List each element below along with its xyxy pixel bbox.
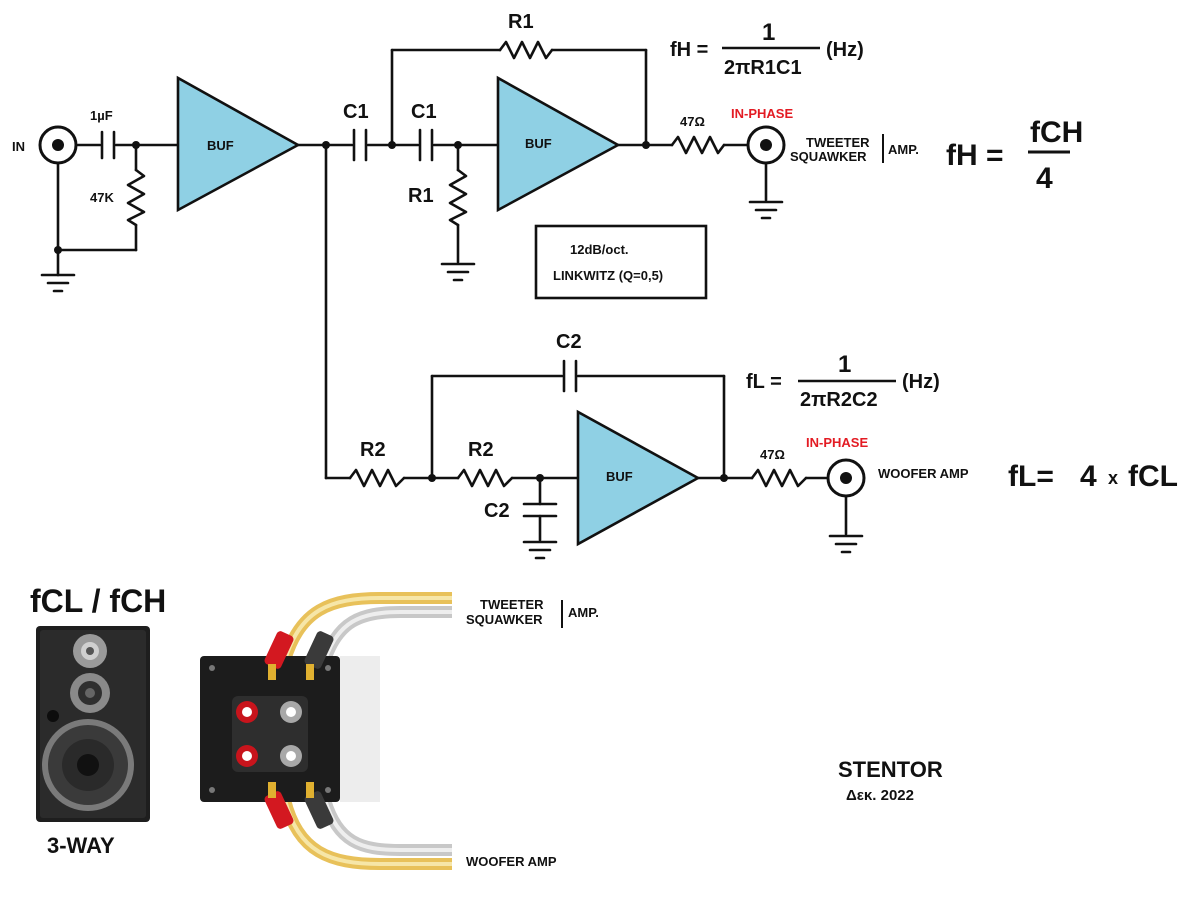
speaker-caption: 3-WAY: [47, 833, 115, 858]
fh-ratio-den: 4: [1036, 162, 1053, 195]
resistor-r1-top: [498, 40, 554, 60]
buffer-label: BUF: [606, 469, 633, 484]
fl-formula-lhs: fL =: [746, 371, 782, 393]
woofer-amp-label: WOOFER AMP: [878, 466, 969, 481]
phase-high-label: IN-PHASE: [731, 106, 793, 121]
ground-icon: [40, 273, 76, 293]
capacitor-c2-top: [562, 359, 578, 393]
fh-formula-den: 2πR1C1: [724, 57, 802, 79]
phase-low-label: IN-PHASE: [806, 435, 868, 450]
r2-left-label: R2: [360, 439, 386, 461]
signature-date: Δεκ. 2022: [846, 787, 914, 804]
fh-formula-lhs: fH =: [670, 39, 708, 61]
r47-low-label: 47Ω: [760, 447, 785, 462]
buffer-label: BUF: [207, 138, 234, 153]
fl-ratio-lhs: fL=: [1008, 460, 1054, 493]
resistor-r2-right: [456, 468, 514, 488]
fl-formula-den: 2πR2C2: [800, 389, 878, 411]
amp-label: AMP.: [888, 142, 919, 157]
fl-ratio-rhs: fCL: [1128, 460, 1178, 493]
input-res-label: 47K: [90, 190, 114, 205]
terminal-tweeter-label: TWEETER: [480, 597, 544, 612]
output-jack-high: [746, 125, 786, 165]
input-resistor: [126, 168, 146, 227]
speaker-image: [36, 626, 150, 822]
resistor-r1-ground: [448, 168, 468, 227]
fh-ratio-lhs: fH =: [946, 139, 1004, 172]
resistor-47-high: [670, 135, 726, 155]
input-jack: [38, 125, 78, 165]
buffer-input: [176, 75, 301, 213]
input-label: IN: [12, 139, 25, 154]
c2-top-label: C2: [556, 331, 582, 353]
fl-formula-unit: (Hz): [902, 371, 940, 393]
filter-info-box: [534, 224, 708, 300]
r2-right-label: R2: [468, 439, 494, 461]
capacitor-c1-left: [352, 128, 368, 162]
r47-high-label: 47Ω: [680, 114, 705, 129]
filter-box-line2: LINKWITZ (Q=0,5): [553, 268, 663, 283]
resistor-47-low: [750, 468, 808, 488]
c1-right-label: C1: [411, 101, 437, 123]
speaker-title: fCL / fCH: [30, 583, 166, 619]
resistor-r2-left: [348, 468, 406, 488]
c2-ground-label: C2: [484, 500, 510, 522]
ground-icon: [440, 262, 476, 282]
ground-icon: [828, 534, 864, 554]
terminal-squawker-label: SQUAWKER: [466, 612, 543, 627]
buffer-lowpass: [576, 409, 701, 547]
input-capacitor: [100, 130, 116, 160]
circuit-wires: [54, 48, 848, 542]
squawker-label: SQUAWKER: [790, 149, 867, 164]
fh-formula-num: 1: [762, 19, 775, 46]
ground-icon: [748, 200, 784, 220]
capacitor-c2-ground: [522, 502, 558, 518]
fl-formula-num: 1: [838, 351, 851, 378]
terminal-woofer-label: WOOFER AMP: [466, 854, 557, 869]
fl-ratio-times: x: [1108, 468, 1118, 488]
filter-box-line1: 12dB/oct.: [570, 242, 629, 257]
input-cap-label: 1µF: [90, 108, 113, 123]
ground-icon: [522, 540, 558, 560]
signature-name: STENTOR: [838, 757, 943, 782]
tweeter-label: TWEETER: [806, 135, 870, 150]
fh-ratio-num: fCH: [1030, 116, 1083, 149]
r1-ground-label: R1: [408, 185, 434, 207]
output-jack-low: [826, 458, 866, 498]
r1-top-label: R1: [508, 11, 534, 33]
capacitor-c1-right: [418, 128, 434, 162]
fh-formula-unit: (Hz): [826, 39, 864, 61]
terminal-block-image: [200, 592, 452, 870]
terminal-amp-label: AMP.: [568, 605, 599, 620]
buffer-label: BUF: [525, 136, 552, 151]
c1-left-label: C1: [343, 101, 369, 123]
buffer-highpass: [496, 75, 621, 213]
fl-ratio-factor: 4: [1080, 460, 1097, 493]
